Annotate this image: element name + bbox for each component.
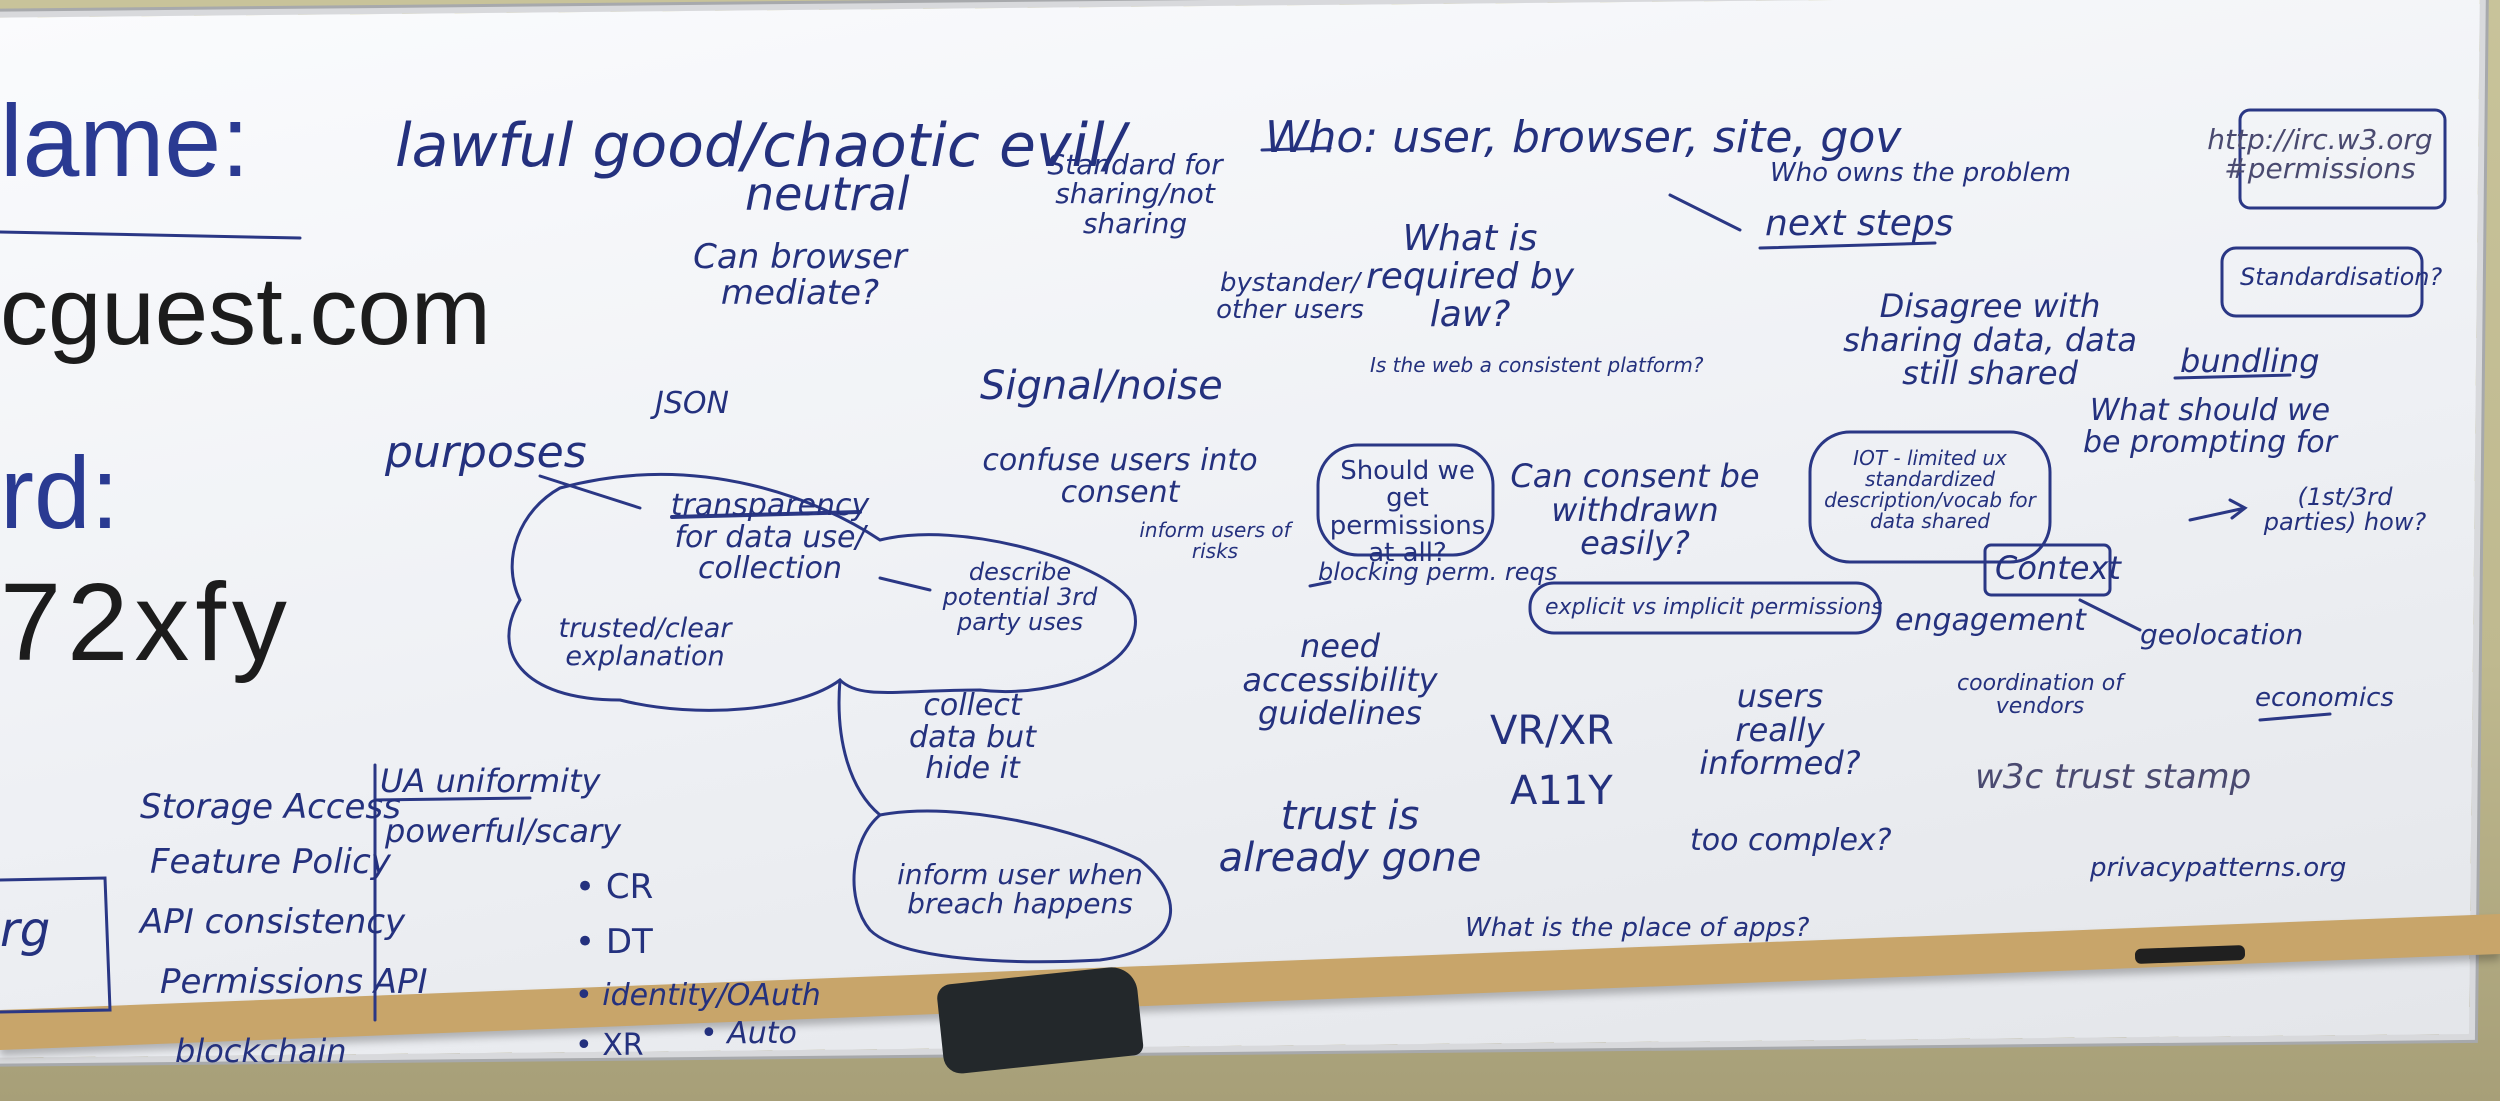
- list-api-consistency: API consistency: [140, 902, 406, 942]
- note-breach: inform user when breach happens: [897, 858, 1143, 921]
- note-stamp: w3c trust stamp: [1975, 757, 2252, 797]
- note-irc: http://irc.w3.org #permissions: [2207, 123, 2433, 186]
- note-economics: economics: [2255, 683, 2394, 713]
- note-transparency: transparency for data use/ collection: [670, 488, 870, 586]
- note-risks: inform users of risks: [1139, 518, 1291, 563]
- list-permissions-api: Permissions API: [160, 962, 428, 1002]
- list-feature-policy: Feature Policy: [150, 842, 391, 882]
- note-bundling: bundling: [2180, 342, 2320, 380]
- ua-uniformity: UA uniformity: [380, 762, 601, 800]
- note-collect: collect data but hide it: [909, 688, 1036, 786]
- note-iot: IOT - limited ux standardized descriptio…: [1824, 446, 2036, 533]
- note-withdrawn: Can consent be withdrawn easily?: [1510, 457, 1760, 563]
- bullet-identity: • identity/OAuth: [575, 978, 821, 1013]
- note-engagement: engagement: [1895, 603, 2086, 638]
- note-vendors: coordination of vendors: [1957, 671, 2123, 720]
- list-blockchain: blockchain: [175, 1032, 347, 1070]
- note-complex: too complex?: [1690, 823, 1892, 858]
- note-mediate: Can browser mediate?: [693, 237, 907, 313]
- note-a11y: A11Y: [1510, 768, 1613, 814]
- note-prompting: What should we be prompting for: [2083, 393, 2337, 460]
- note-who: Who: user, browser, site, gov: [1265, 112, 1902, 163]
- note-neutral: neutral: [745, 167, 910, 221]
- note-purposes: purposes: [385, 427, 587, 478]
- note-blocking: blocking perm. reqs: [1318, 558, 1558, 586]
- bullet-cr: • CR: [575, 867, 654, 907]
- note-standardisation: Standardisation?: [2240, 263, 2443, 291]
- note-alignment: lawful good/chaotic evil/: [395, 111, 1125, 181]
- note-bystander: bystander/ other users: [1216, 268, 1364, 326]
- note-law: What is required by law?: [1365, 218, 1575, 335]
- guest-domain: cguest.com: [0, 258, 491, 365]
- note-parties: (1st/3rd parties) how?: [2263, 483, 2427, 537]
- list-storage-access: Storage Access: [140, 787, 401, 827]
- note-standard: Standard for sharing/not sharing: [1047, 148, 1223, 240]
- note-confuse: confuse users into consent: [982, 443, 1258, 510]
- note-owns: Who owns the problem: [1770, 158, 2071, 188]
- note-accessibility: need accessibility guidelines: [1242, 627, 1438, 733]
- note-describe: describe potential 3rd party uses: [942, 558, 1098, 637]
- password-label: rd:: [0, 436, 120, 550]
- ua-powerful: powerful/scary: [385, 812, 622, 850]
- name-label: lame:: [0, 84, 250, 198]
- note-geolocation: geolocation: [2140, 618, 2304, 651]
- note-json: JSON: [655, 386, 729, 421]
- note-vrxr: VR/XR: [1490, 708, 1614, 754]
- note-context: Context: [1995, 549, 2121, 587]
- note-signal: Signal/noise: [980, 363, 1223, 409]
- note-informed: users really informed?: [1699, 677, 1861, 783]
- note-trust: trust is already gone: [1218, 793, 1482, 881]
- note-privacy: privacypatterns.org: [2090, 853, 2347, 883]
- bullet-xr: • XR: [575, 1028, 644, 1063]
- password-value: 72xfy: [0, 561, 293, 684]
- note-disagree: Disagree with sharing data, data still s…: [1843, 287, 2137, 393]
- note-nextsteps: next steps: [1765, 203, 1954, 244]
- note-apps: What is the place of apps?: [1465, 913, 1810, 943]
- note-shouldwe: Should we get permissions at all?: [1329, 456, 1486, 568]
- note-trusted: trusted/clear explanation: [558, 613, 732, 673]
- note-platform: Is the web a consistent platform?: [1370, 353, 1704, 377]
- bullet-dt: • DT: [575, 922, 653, 962]
- note-explicit: explicit vs implicit permissions: [1545, 595, 1883, 620]
- partial-box-text: rg: [0, 902, 51, 958]
- bullet-auto: • Auto: [700, 1016, 797, 1051]
